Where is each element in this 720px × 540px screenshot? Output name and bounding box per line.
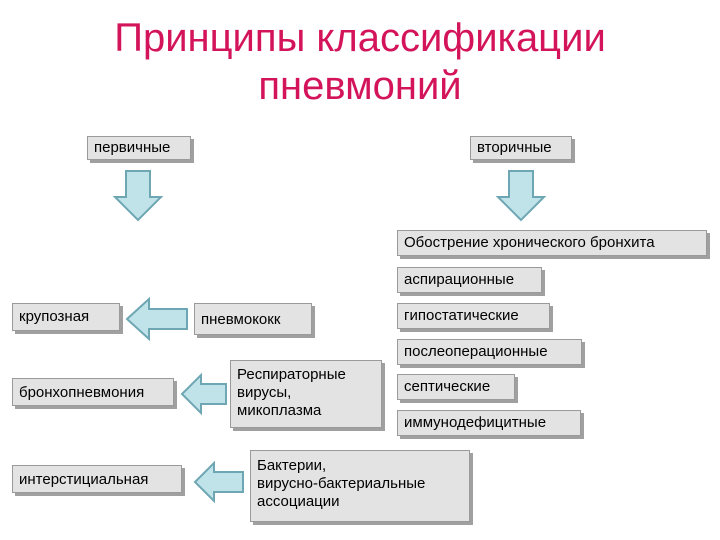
node-chronic-bronchitis: Обострение хронического бронхита	[397, 230, 707, 256]
arrow-down-secondary	[495, 170, 547, 222]
node-hypostatic: гипостатические	[397, 303, 550, 329]
page-title: Принципы классификации пневмоний	[0, 14, 720, 110]
arrow-left-interstitial	[193, 460, 244, 504]
respiratory-viruses-line-2: вирусы,	[237, 384, 292, 401]
bacteria-line-2: вирусно-бактериальные	[257, 475, 426, 492]
node-primary: первичные	[87, 136, 191, 160]
arrow-down-primary	[112, 170, 164, 222]
node-postoperative: послеоперационные	[397, 339, 582, 365]
arrow-left-lobar	[125, 296, 188, 342]
title-line-2: пневмоний	[258, 64, 462, 108]
node-interstitial: интерстициальная	[12, 465, 182, 493]
respiratory-viruses-line-1: Респираторные	[237, 366, 346, 383]
node-bacteria: Бактерии, вирусно-бактериальные ассоциац…	[250, 450, 470, 522]
node-septic: септические	[397, 374, 515, 400]
bacteria-line-1: Бактерии,	[257, 457, 327, 474]
node-bronchopneumonia: бронхопневмония	[12, 378, 174, 406]
node-lobar: крупозная	[12, 303, 120, 331]
bacteria-line-3: ассоциации	[257, 493, 340, 510]
node-secondary: вторичные	[470, 136, 572, 160]
respiratory-viruses-line-3: микоплазма	[237, 402, 322, 419]
node-respiratory-viruses: Респираторные вирусы, микоплазма	[230, 360, 382, 428]
node-aspiration: аспирационные	[397, 267, 542, 293]
node-pneumococcus: пневмококк	[194, 303, 312, 335]
title-line-1: Принципы классификации	[114, 16, 606, 60]
node-immunodeficient: иммунодефицитные	[397, 410, 581, 436]
arrow-left-bronchopneumonia	[180, 372, 227, 416]
